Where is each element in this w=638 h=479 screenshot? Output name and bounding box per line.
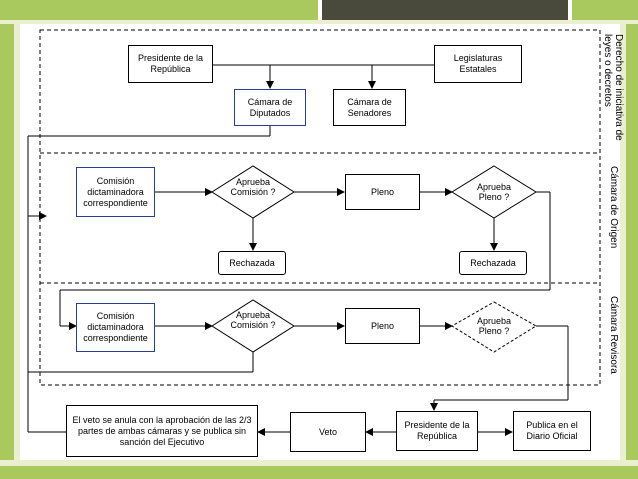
frame-left-inner <box>14 0 20 479</box>
frame-top-left <box>0 0 318 20</box>
node-camara-senadores: Cámara de Senadores <box>333 89 406 126</box>
frame-bottom-bar <box>0 466 638 479</box>
node-pleno-1: Pleno <box>345 174 420 210</box>
frame-right-inner <box>620 0 626 479</box>
frame-top-dark <box>322 0 568 20</box>
node-publica: Publica en el Diario Oficial <box>513 411 591 451</box>
frame-left-bar <box>0 0 14 479</box>
node-rechazada-1: Rechazada <box>218 251 286 275</box>
frame-top-inner <box>0 20 638 24</box>
node-aprueba-comision-1: Aprueba Comisión ? <box>230 177 276 197</box>
node-aprueba-pleno-1: Aprueba Pleno ? <box>476 182 512 202</box>
aprueba-pleno-1-diamond <box>451 165 537 219</box>
node-veto: Veto <box>290 412 366 452</box>
node-comision-2: Comisión dictaminadora correspondiente <box>76 303 155 352</box>
node-veto-anula: El veto se anula con la aprobación de la… <box>66 405 258 457</box>
node-presidente-top: Presidente de la República <box>128 45 213 83</box>
frame-right-bar <box>626 0 638 479</box>
node-camara-diputados: Cámara de Diputados <box>234 89 306 126</box>
frame-top-right <box>572 0 638 20</box>
aprueba-comision-2-diamond <box>211 299 295 353</box>
aprueba-comision-1-diamond <box>211 165 295 219</box>
node-legislaturas: Legislaturas Estatales <box>434 45 522 83</box>
node-rechazada-2: Rechazada <box>459 251 527 275</box>
node-comision-1: Comisión dictaminadora correspondiente <box>76 167 155 217</box>
aprueba-pleno-2-diamond <box>451 301 537 353</box>
frame-bottom-inner <box>0 460 638 466</box>
node-presidente-bottom: Presidente de la República <box>396 411 478 451</box>
node-aprueba-pleno-2: Aprueba Pleno ? <box>476 316 512 336</box>
section-label-revisora: Cámara Revisora <box>608 296 619 374</box>
section-derecho-border <box>39 29 601 386</box>
section-label-origen: Cámara de Origen <box>608 166 619 249</box>
section-label-derecho: Derecho de iniciativa de leyes o decreto… <box>602 34 624 141</box>
node-pleno-2: Pleno <box>345 308 420 344</box>
node-aprueba-comision-2: Aprueba Comisión ? <box>230 310 276 330</box>
